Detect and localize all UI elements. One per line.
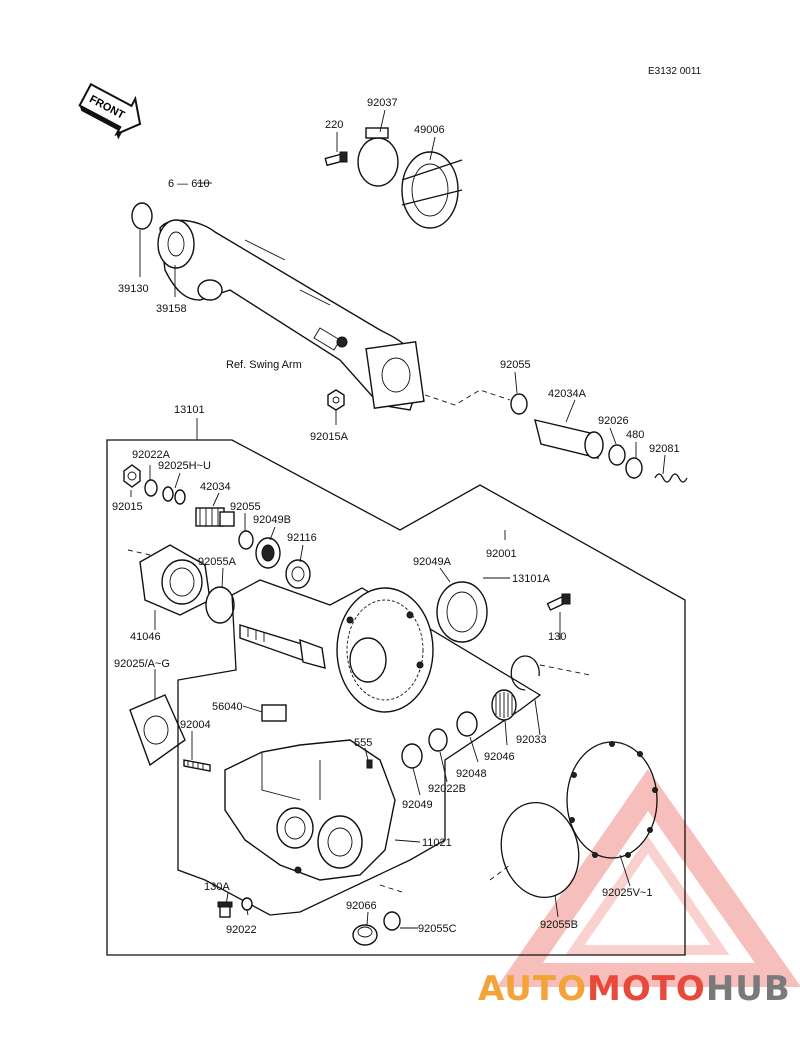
- label-49006: 49006: [414, 124, 445, 136]
- ring-gear-13101A: [336, 587, 434, 713]
- seal-92049: [401, 743, 423, 769]
- swing-arm: [157, 219, 425, 411]
- label-555: 555: [354, 737, 372, 749]
- clamp-92037: [357, 127, 399, 187]
- label-13101: 13101: [174, 404, 205, 416]
- label-92015A: 92015A: [310, 431, 349, 443]
- label-92049A: 92049A: [413, 556, 452, 568]
- label-56040: 56040: [212, 701, 243, 713]
- plate-56040: [261, 704, 287, 722]
- label-92025H-U: 92025H~U: [158, 460, 211, 472]
- label-92048: 92048: [456, 768, 487, 780]
- label-42034A: 42034A: [548, 388, 587, 400]
- bolt-130: [546, 593, 571, 611]
- label-92025A-G: 92025/A~G: [114, 658, 170, 670]
- bearing-92048: [456, 711, 478, 737]
- gear-42034: [195, 507, 235, 527]
- seal-92049A: [436, 581, 488, 643]
- gasket-92025A-G: [129, 694, 186, 767]
- o-ring-92055-upper: [510, 393, 528, 415]
- watermark-moto: MOTO: [587, 969, 706, 1009]
- label-92022: 92022: [226, 924, 257, 936]
- shim-92022B: [428, 728, 448, 752]
- assembly-frame-13101: [106, 439, 686, 956]
- dashed-axis-lower-right: [489, 664, 591, 881]
- dashed-axis-upper: [424, 389, 511, 406]
- svg-text:AUTOMOTOHUB: AUTOMOTOHUB: [478, 969, 791, 1009]
- stud-92004: [183, 759, 211, 772]
- label-13101A: 13101A: [512, 573, 551, 585]
- o-ring-92055B: [500, 801, 580, 899]
- label-220: 220: [325, 119, 343, 131]
- front-arrow-icon: FRONT: [78, 82, 142, 140]
- label-92037: 92037: [367, 97, 398, 109]
- label-ref-swing-arm: Ref. Swing Arm: [226, 359, 302, 371]
- bearing-92116: [285, 559, 311, 589]
- label-130A: 130A: [204, 881, 230, 893]
- leader-lines: [130, 109, 666, 929]
- label-92022B: 92022B: [428, 783, 466, 795]
- label-92049B: 92049B: [253, 514, 291, 526]
- label-92055C: 92055C: [418, 923, 457, 935]
- label-480: 480: [626, 429, 644, 441]
- watermark-auto: AUTO: [478, 969, 587, 1009]
- label-92081: 92081: [649, 443, 680, 455]
- boot-49006: [401, 151, 463, 229]
- label-92066: 92066: [346, 900, 377, 912]
- label-41046: 41046: [130, 631, 161, 643]
- inner-frame: [177, 579, 542, 916]
- seal-39130: [131, 202, 153, 230]
- label-92022A: 92022A: [132, 449, 171, 461]
- label-92055B: 92055B: [540, 919, 578, 931]
- spring-92081: [654, 473, 688, 483]
- label-92055-upper: 92055: [500, 359, 531, 371]
- label-92004: 92004: [180, 719, 211, 731]
- label-92046: 92046: [484, 751, 515, 763]
- label-92001: 92001: [486, 548, 517, 560]
- label-39158: 39158: [156, 303, 187, 315]
- bearing-92049B: [255, 537, 281, 569]
- pin-555: [366, 759, 373, 769]
- label-42034: 42034: [200, 481, 231, 493]
- circlip-92033: [510, 655, 540, 691]
- o-ring-92055-lower: [238, 530, 254, 550]
- watermark-hub: HUB: [706, 969, 791, 1009]
- label-92033: 92033: [516, 734, 547, 746]
- shims-92025H-U: [162, 486, 186, 505]
- bolt-130A: [217, 901, 233, 918]
- dashed-axis-left: [127, 549, 151, 556]
- housing-41046: [139, 544, 211, 616]
- label-92026: 92026: [598, 415, 629, 427]
- o-ring-92055A: [205, 586, 235, 624]
- needle-bearing-92046: [491, 689, 517, 721]
- washer-92022: [241, 897, 253, 911]
- label-92055-lower: 92055: [230, 501, 261, 513]
- automotohub-watermark: AUTOMOTOHUB: [478, 769, 800, 1009]
- bolt-220: [324, 151, 348, 167]
- washer-92022A: [144, 479, 158, 497]
- label-130: 130: [548, 631, 566, 643]
- label-92025V-1: 92025V~1: [602, 887, 652, 899]
- part-labels: 92037 220 49006 6 ― 610 39130 39158 Ref.…: [112, 97, 680, 936]
- label-92116: 92116: [287, 532, 317, 544]
- label-39130: 39130: [118, 283, 149, 295]
- shaft-42034A: [534, 419, 604, 459]
- label-6-610: 6 ― 610: [168, 178, 210, 190]
- o-ring-92055C: [383, 911, 401, 931]
- label-92015: 92015: [112, 501, 143, 513]
- gear-case-11021: [224, 739, 396, 881]
- plug-92066: [352, 924, 378, 946]
- label-11021: 11021: [422, 837, 452, 849]
- washer-92026: [608, 444, 626, 466]
- nut-92015A: [327, 389, 345, 411]
- pinion-shaft: [239, 624, 326, 669]
- ring-480: [625, 457, 643, 479]
- doc-code: E3132 0011: [648, 66, 702, 77]
- gasket-92025V-1: [566, 741, 658, 859]
- dashed-axis-bottom: [379, 884, 406, 894]
- nut-92015: [123, 464, 141, 488]
- label-92055A: 92055A: [198, 556, 237, 568]
- label-92049: 92049: [402, 799, 433, 811]
